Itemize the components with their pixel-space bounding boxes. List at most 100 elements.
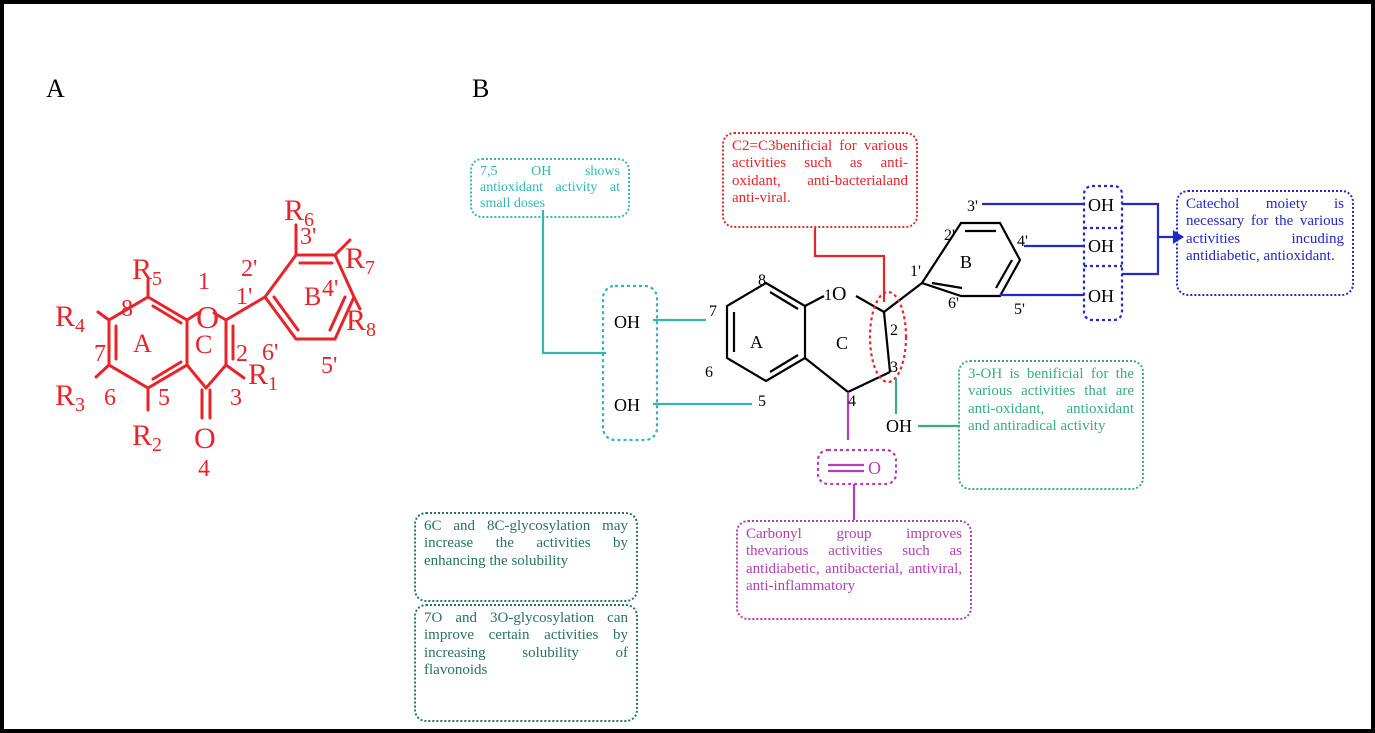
teal-connectors — [541, 210, 752, 442]
ring-label-c-b: C — [836, 333, 848, 353]
atom-num-b-4: 4 — [848, 393, 856, 410]
carbonyl-oxygen-b: O — [868, 458, 881, 478]
substituent-r3: R3 — [55, 379, 85, 416]
atom-num-b-6p: 6' — [948, 295, 959, 312]
ring-label-b-b: B — [960, 252, 972, 272]
oh-5-label: OH — [614, 395, 640, 415]
note-7-5-oh: 7,5 OH shows antioxidant activity at sma… — [470, 158, 630, 218]
ring-a-b-bonds — [725, 281, 807, 383]
ring-b-b-double-3 — [931, 281, 963, 290]
atom-num-7: 7 — [94, 341, 106, 367]
atom-num-6p: 6' — [262, 340, 278, 366]
atom-num-b-8: 8 — [758, 272, 766, 289]
bond-o1-c2 — [212, 311, 228, 322]
green-connectors — [894, 378, 960, 428]
oh-3-label: OH — [886, 416, 912, 436]
substituent-r2: R2 — [132, 419, 162, 456]
atom-num-b-4p: 4' — [1017, 233, 1028, 250]
bond-r4 — [96, 310, 111, 322]
substituent-r4: R4 — [55, 300, 85, 337]
bond-b-c3-c4 — [847, 371, 891, 393]
atom-num-b-5: 5 — [758, 393, 766, 410]
bond-b-o1-c2 — [855, 295, 885, 313]
ring-oxygen-a: O — [196, 299, 219, 335]
ring-a-double-2 — [151, 304, 183, 325]
oh-7-label: OH — [614, 312, 640, 332]
blue-connectors — [982, 184, 1185, 322]
atom-num-6: 6 — [104, 385, 116, 411]
atom-num-b-1: 1 — [824, 287, 832, 304]
atom-num-2: 2 — [236, 341, 248, 367]
substituent-r6: R6 — [284, 194, 314, 231]
oh-4p-label: OH — [1088, 236, 1114, 256]
atom-num-1p: 1' — [236, 284, 252, 310]
note-o-glycosylation: 7O and 3O-glycosylation can improve cert… — [414, 604, 638, 722]
bond-r7 — [333, 238, 352, 257]
atom-num-5: 5 — [158, 385, 170, 411]
atom-num-b-5p: 5' — [1014, 301, 1025, 318]
red-connectors — [813, 228, 908, 384]
atom-num-8: 8 — [121, 296, 133, 322]
atom-num-2p: 2' — [241, 256, 257, 282]
bond-b-c4-c4a — [804, 357, 849, 393]
atom-num-b-7: 7 — [709, 303, 717, 320]
bond-r8 — [352, 295, 362, 311]
substituent-r1: R1 — [248, 358, 278, 395]
note-catechol: Catechol moiety is necessary for the var… — [1176, 190, 1354, 296]
red-leader-line — [813, 228, 886, 302]
structure-b-labels: O A C B 1 2 3 4 5 6 7 8 1' 2' 3' 4' 5' 6… — [614, 195, 1114, 436]
structure-a-labels: O O A C B 1 2 3 4 5 6 7 8 1' 2' 3' 4' 5'… — [55, 194, 376, 482]
ring-label-a-b: A — [750, 332, 763, 352]
note-c2-c3: C2=C3benificial for various activities s… — [722, 132, 918, 228]
atom-num-3: 3 — [230, 385, 242, 411]
bond-c8a-o1 — [185, 311, 200, 322]
atom-num-b-3: 3 — [890, 359, 898, 376]
ring-oxygen-b: O — [832, 283, 846, 305]
carbonyl-oxygen-a: O — [194, 422, 216, 455]
note-c-glycosylation: 6C and 8C-glycosylation may increase the… — [414, 512, 638, 602]
substituent-r7: R7 — [345, 242, 375, 279]
teal-leader-line — [541, 210, 606, 355]
atom-num-b-2p: 2' — [944, 227, 955, 244]
atom-num-b-6: 6 — [705, 364, 713, 381]
atom-num-b-1p: 1' — [910, 263, 921, 280]
bond-b-c2-c3 — [882, 311, 892, 373]
atom-num-5p: 5' — [321, 353, 337, 379]
blue-bracket — [1122, 202, 1160, 276]
ring-a-double-3 — [151, 360, 183, 381]
ring-a-b-double-2 — [769, 354, 799, 373]
structure-a — [94, 223, 362, 420]
teal-oh-dotted-box — [601, 284, 659, 442]
atom-num-b-2: 2 — [890, 322, 898, 339]
ring-b-b-double-2 — [995, 259, 1013, 289]
bond-r1 — [224, 363, 246, 380]
ring-a-b-double-3 — [769, 291, 799, 310]
panel-label-b: B — [472, 74, 490, 103]
ring-b-b-bonds — [920, 221, 1022, 298]
bond-c3-c4 — [204, 363, 228, 390]
substituent-r5: R5 — [132, 253, 162, 290]
atom-num-b-3p: 3' — [967, 198, 978, 215]
ring-b-double-2 — [328, 295, 347, 332]
bond-c2-c1p — [224, 295, 267, 322]
ring-label-a: A — [133, 329, 152, 358]
blue-oh-dotted-box — [1082, 184, 1124, 322]
bond-c4-c4a — [185, 363, 208, 390]
ring-b-double-3 — [272, 295, 300, 332]
atom-num-4: 4 — [198, 456, 210, 482]
bond-b-c2-c1p — [883, 282, 923, 313]
atom-num-3p: 3' — [300, 224, 316, 250]
ring-label-c: C — [195, 330, 212, 359]
ring-label-b: B — [304, 282, 321, 311]
oh-3p-label: OH — [1088, 195, 1114, 215]
oh-5p-label: OH — [1088, 286, 1114, 306]
note-3-oh: 3-OH is benificial for the various activ… — [958, 360, 1144, 490]
panel-label-a: A — [46, 74, 65, 103]
bond-b-c8a-o1 — [804, 295, 825, 307]
atom-num-1: 1 — [198, 269, 210, 295]
red-c2c3-dotted-ellipse — [868, 290, 908, 384]
bond-r3 — [94, 363, 111, 379]
